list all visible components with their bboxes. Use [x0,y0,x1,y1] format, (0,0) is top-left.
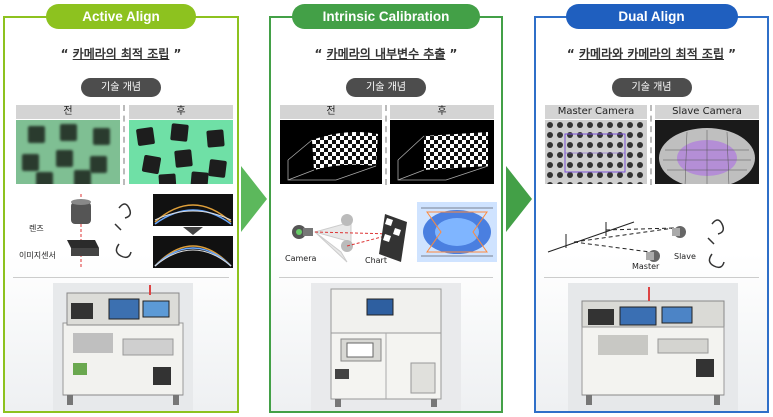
slave-camera-label: Slave Camera [655,105,759,119]
down-arrow-icon [183,227,203,235]
panel-subtitle: “ 카메라의 최적 조립 ” [60,47,182,61]
master-camera-label: Master Camera [545,105,647,119]
divider [123,105,125,185]
after-label: 후 [390,105,494,119]
panel-active-align: Active Align “ 카메라의 최적 조립 ” 기술 개념 전 후 렌즈 [3,4,239,413]
active-align-machine-image [53,283,193,411]
panel-intrinsic-calibration: Intrinsic Calibration “ 카메라의 내부변수 추출 ” 기… [269,4,503,413]
before-label: 전 [280,105,382,119]
panel-subtitle: “ 카메라의 내부변수 추출 ” [314,47,458,61]
corrected-checkerboard-image [390,120,494,184]
concept-pill: 기술 개념 [81,78,161,97]
panel-dual-align: Dual Align “ 카메라와 카메라의 최적 조립 ” 기술 개념 Mas… [534,4,769,413]
after-focus-image [129,120,233,184]
distorted-checkerboard-image [280,120,382,184]
camera-label: Camera [285,254,317,263]
next-arrow-1 [241,166,267,232]
divider [650,105,652,185]
camera-chart-diagram [292,214,407,263]
slave-camera-image [655,120,759,184]
panel-title: Dual Align [565,4,738,29]
distortion-plot-image [417,202,497,262]
before-focus-image [16,120,120,184]
master-camera-image [545,120,647,184]
mtf-curve-before [153,194,233,226]
section-divider [13,277,229,278]
master-slave-diagram [547,219,725,269]
lens-label: 렌즈 [29,224,44,233]
section-divider [544,277,759,278]
panel-title: Active Align [46,4,196,29]
mtf-curve-after [153,236,233,268]
divider [385,105,387,185]
slave-label: Slave [674,252,696,261]
concept-pill: 기술 개념 [346,78,426,97]
image-sensor-label: 이미지센서 [19,251,56,260]
chart-label: Chart [365,256,387,265]
panel-title: Intrinsic Calibration [292,4,480,29]
concept-pill: 기술 개념 [611,78,692,97]
next-arrow-2 [506,166,532,232]
dual-align-machine-image [568,283,738,411]
section-divider [279,277,493,278]
lens-sensor-diagram [67,194,132,268]
before-label: 전 [16,105,120,119]
after-label: 후 [129,105,233,119]
master-label: Master [632,262,660,271]
panel-subtitle: “ 카메라와 카메라의 최적 조립 ” [566,47,737,61]
calibration-machine-image [311,283,461,411]
